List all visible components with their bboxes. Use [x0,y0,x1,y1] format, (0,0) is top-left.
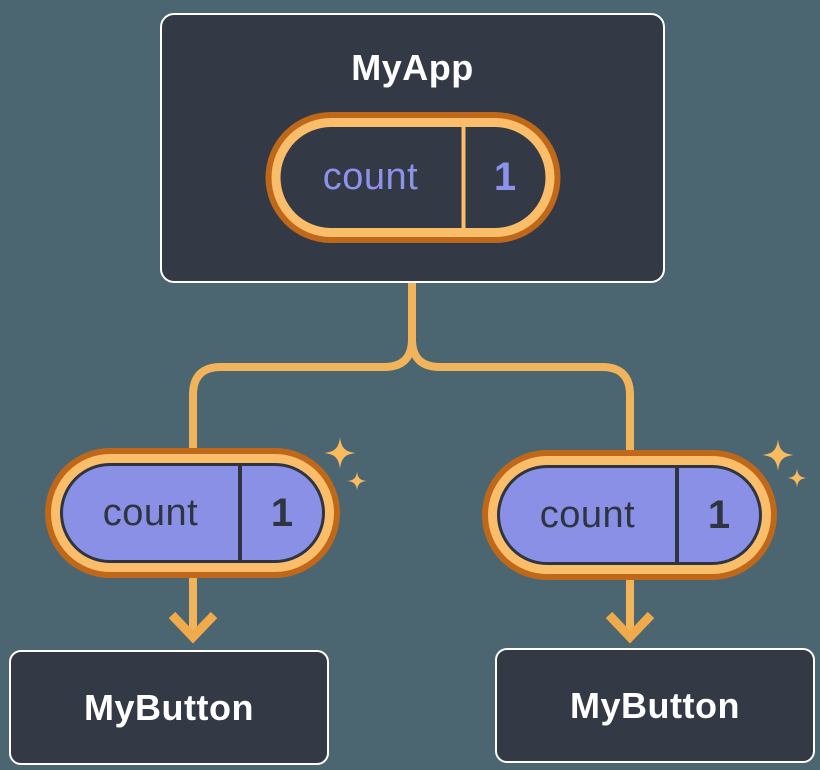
pill-divider [238,466,242,560]
component-title-myapp: MyApp [351,47,474,88]
sparkle-icon [347,471,367,491]
component-box-myapp: MyApp count 1 [160,13,665,283]
state-label: count [322,156,419,198]
sparkle-icon [787,468,807,488]
component-box-mybutton-right: MyButton [495,648,815,763]
prop-label: count [539,493,636,536]
prop-pill-ring: count 1 [51,454,334,572]
state-value: 1 [493,155,517,199]
component-box-mybutton-left: MyButton [9,650,329,765]
prop-pill-ring: count 1 [488,456,771,574]
prop-pill-right: count 1 [482,450,777,580]
arrowhead-left-icon [168,611,218,644]
prop-pill-body: count 1 [497,465,762,565]
arrowhead-right-icon [605,611,655,644]
state-pill-myapp: count 1 [265,112,560,243]
prop-label: count [102,491,199,534]
component-title-mybutton-left: MyButton [84,686,254,728]
prop-value: 1 [707,492,731,537]
state-pill-body: count 1 [280,127,545,228]
component-title-mybutton-right: MyButton [570,684,740,726]
state-pill-ring: count 1 [271,118,554,237]
prop-value: 1 [270,490,294,535]
pill-divider [461,127,465,228]
prop-pill-body: count 1 [60,463,325,563]
sparkle-icon [762,439,794,471]
pill-divider [675,468,679,562]
prop-pill-left: count 1 [45,448,340,578]
sparkle-icon [324,437,356,469]
connector-right-branch [408,280,634,634]
